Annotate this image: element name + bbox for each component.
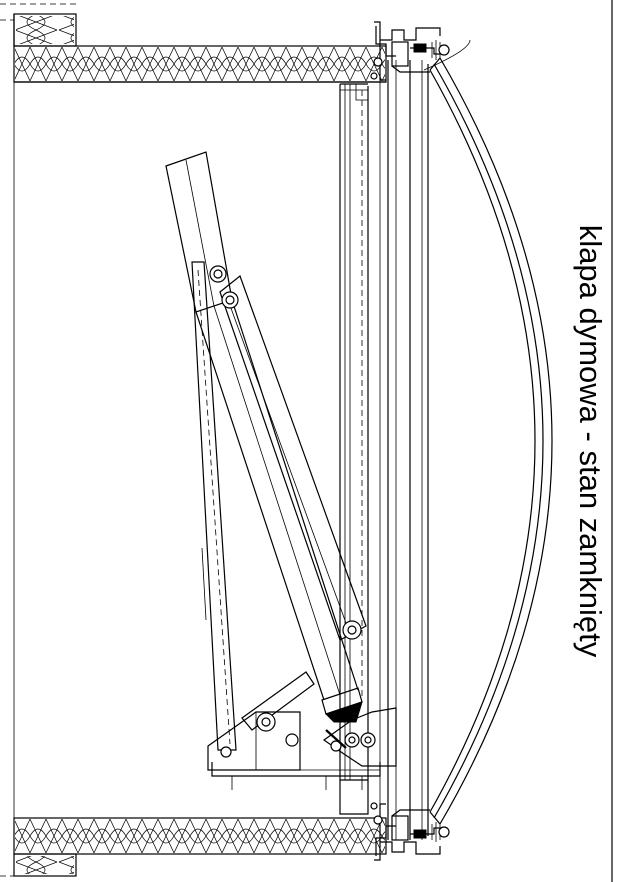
caption-container: klapa dymowa - stan zamknięty (548, 225, 608, 657)
bottom-wall-section (13, 817, 387, 877)
support-strut (209, 265, 367, 641)
top-flashing-detail (370, 21, 471, 81)
bottom-flashing-detail (370, 802, 450, 861)
top-curb-bracket (339, 84, 368, 101)
caption-text: klapa dymowa - stan zamknięty (573, 224, 608, 658)
actuator-arm (165, 151, 363, 723)
top-wall-section (13, 13, 387, 83)
hinge-bracket (207, 707, 397, 790)
flap-leaf (191, 261, 237, 751)
curb-frame (339, 60, 429, 840)
dome-glazing (429, 57, 553, 825)
link-bar (241, 671, 315, 731)
